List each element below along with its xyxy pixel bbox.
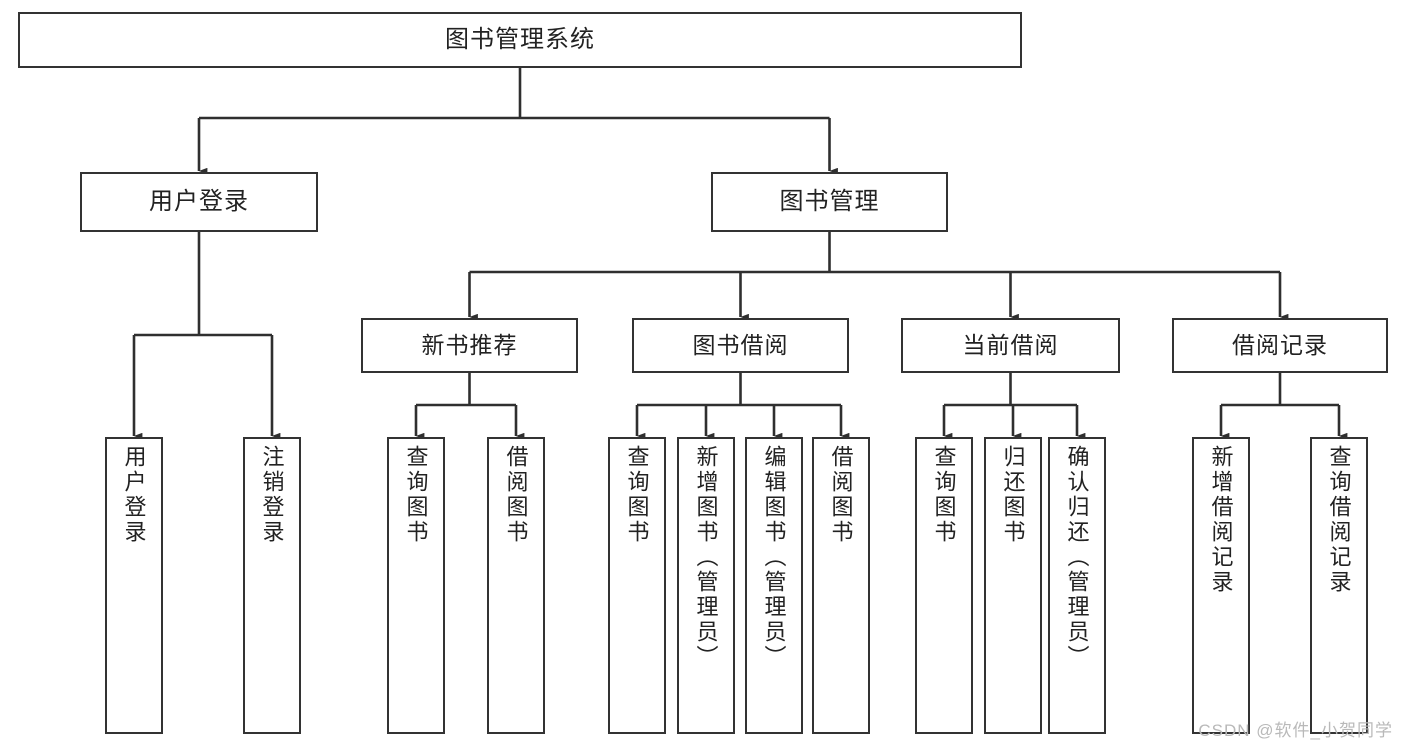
node-leaf-9[interactable]: 归还图书 [984, 437, 1042, 734]
node-label: 确认归还（管理员） [1064, 445, 1090, 670]
node-label: 查询图书 [931, 445, 957, 545]
node-l2-1[interactable]: 图书管理 [711, 172, 948, 232]
node-leaf-4[interactable]: 查询图书 [608, 437, 666, 734]
node-label: 用户登录 [121, 445, 147, 545]
node-label: 查询图书 [403, 445, 429, 545]
node-leaf-10[interactable]: 确认归还（管理员） [1048, 437, 1106, 734]
node-label: 查询图书 [624, 445, 650, 545]
node-leaf-1[interactable]: 注销登录 [243, 437, 301, 734]
node-leaf-8[interactable]: 查询图书 [915, 437, 973, 734]
node-leaf-11[interactable]: 新增借阅记录 [1192, 437, 1250, 734]
node-root[interactable]: 图书管理系统 [18, 12, 1022, 68]
node-label: 新增图书（管理员） [693, 445, 719, 670]
node-label: 新增借阅记录 [1208, 445, 1234, 595]
node-label: 借阅记录 [1232, 331, 1328, 358]
node-label: 新书推荐 [421, 331, 518, 358]
connector-lines [132, 68, 1348, 440]
node-label: 图书管理系统 [445, 25, 595, 53]
node-l3-2[interactable]: 当前借阅 [901, 318, 1120, 373]
node-leaf-0[interactable]: 用户登录 [105, 437, 163, 734]
node-leaf-2[interactable]: 查询图书 [387, 437, 445, 734]
node-label: 用户登录 [149, 187, 249, 215]
node-label: 查询借阅记录 [1326, 445, 1352, 595]
node-label: 编辑图书（管理员） [761, 445, 787, 670]
node-label: 当前借阅 [962, 331, 1059, 358]
node-leaf-12[interactable]: 查询借阅记录 [1310, 437, 1368, 734]
node-label: 归还图书 [1000, 445, 1026, 545]
node-label: 图书借阅 [692, 331, 789, 358]
node-label: 借阅图书 [503, 445, 529, 545]
node-l2-0[interactable]: 用户登录 [80, 172, 318, 232]
node-leaf-7[interactable]: 借阅图书 [812, 437, 870, 734]
node-leaf-6[interactable]: 编辑图书（管理员） [745, 437, 803, 734]
node-label: 注销登录 [259, 445, 285, 545]
node-l3-1[interactable]: 图书借阅 [632, 318, 849, 373]
node-label: 借阅图书 [828, 445, 854, 545]
node-l3-3[interactable]: 借阅记录 [1172, 318, 1388, 373]
node-leaf-3[interactable]: 借阅图书 [487, 437, 545, 734]
node-l3-0[interactable]: 新书推荐 [361, 318, 578, 373]
node-leaf-5[interactable]: 新增图书（管理员） [677, 437, 735, 734]
node-label: 图书管理 [779, 187, 880, 215]
